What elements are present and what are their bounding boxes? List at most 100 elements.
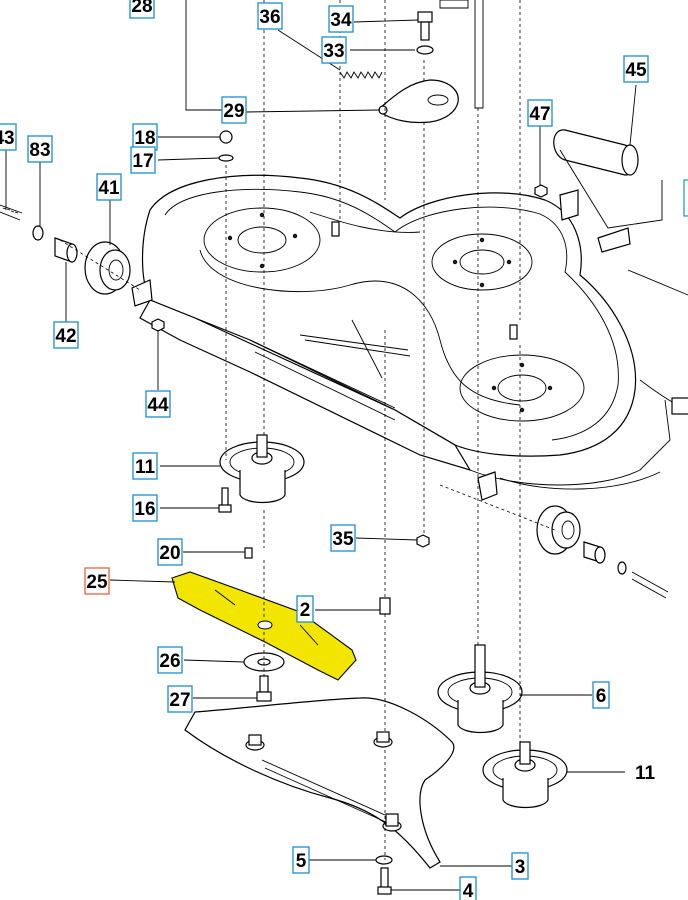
callout-number: 18 <box>134 128 155 149</box>
callout-number: 33 <box>323 41 344 62</box>
callout-box <box>296 595 314 623</box>
callout-25: 25 <box>84 567 110 595</box>
callout-box <box>592 681 610 709</box>
callout-box <box>0 123 17 151</box>
callout-number: 20 <box>159 543 180 564</box>
callout-box <box>132 452 158 480</box>
callout-45: 45 <box>623 55 649 83</box>
callout-box <box>132 123 158 151</box>
callout-number: 2 <box>300 600 311 621</box>
callout-17: 17 <box>130 146 156 174</box>
wheel-41 <box>84 241 131 295</box>
bolt-43 <box>0 204 23 221</box>
callout-box <box>328 5 354 33</box>
callout-number: 45 <box>625 60 647 81</box>
callout-number: 28 <box>131 0 152 17</box>
callout-number: 29 <box>223 101 244 122</box>
callout-number: 27 <box>169 690 190 711</box>
callout-18: 18 <box>132 123 158 151</box>
callout-number: 36 <box>259 7 280 28</box>
callout-47: 47 <box>527 99 553 127</box>
bolt-4 <box>377 867 392 895</box>
bolt-27 <box>256 675 272 702</box>
callout-11: 11 <box>635 763 656 784</box>
callout-43: 43 <box>0 123 17 151</box>
callout-number: 26 <box>159 651 180 672</box>
spring <box>339 71 383 79</box>
callout-26: 26 <box>157 646 183 674</box>
wheel-right <box>536 505 669 599</box>
callout-2: 2 <box>296 595 314 623</box>
callout-box <box>132 494 158 522</box>
callout-box <box>321 36 347 64</box>
callout-box <box>511 852 529 880</box>
deck-housing <box>131 174 671 501</box>
callout-6: 6 <box>592 681 610 709</box>
callout-number: 16 <box>134 499 155 520</box>
callout-box <box>157 646 183 674</box>
callout-5: 5 <box>292 846 310 874</box>
callout-box <box>130 146 156 174</box>
callout-box <box>53 321 79 349</box>
washer-5 <box>375 855 393 865</box>
callout-number: 34 <box>330 10 352 31</box>
callout-box <box>27 135 53 163</box>
callout-28: 28 <box>129 0 155 19</box>
callout-box <box>527 99 553 127</box>
callout-33: 33 <box>321 36 347 64</box>
nut-47 <box>534 184 548 198</box>
callout-16: 16 <box>132 494 158 522</box>
nut-18 <box>219 130 233 144</box>
idler-arm <box>378 79 459 124</box>
callout-11: 11 <box>132 452 158 480</box>
callout-labels: 2836343345294743831817414244111635202522… <box>0 0 655 900</box>
callout-number: 25 <box>86 572 108 593</box>
callout-box <box>157 538 183 566</box>
bushing-42 <box>54 237 78 263</box>
spindle-11-left <box>219 434 305 504</box>
callout-number: 5 <box>296 851 307 872</box>
callout-box <box>96 173 122 201</box>
callout-box <box>257 2 283 30</box>
callout-number: 11 <box>635 763 656 784</box>
callout-34: 34 <box>328 5 354 33</box>
callout-number: 47 <box>529 104 550 125</box>
callout-35: 35 <box>330 524 356 552</box>
callout-number: 11 <box>135 457 156 478</box>
callout-box <box>145 390 171 418</box>
callout-number: 4 <box>463 881 474 900</box>
callout-27: 27 <box>167 685 193 713</box>
callout-4: 4 <box>459 876 477 900</box>
callout-36: 36 <box>257 2 283 30</box>
callout-number: 83 <box>29 140 50 161</box>
callout-box <box>221 96 247 124</box>
callout-number: 42 <box>55 326 76 347</box>
callout-number: 17 <box>132 151 153 172</box>
washer-33 <box>416 45 434 55</box>
callout-box <box>167 685 193 713</box>
callout-box <box>84 567 110 595</box>
washer-83 <box>32 225 44 241</box>
baffle-3 <box>184 697 455 869</box>
callout-29: 29 <box>221 96 247 124</box>
nut-44 <box>151 318 165 332</box>
callout-number: 3 <box>515 857 526 878</box>
bolt-16 <box>218 487 232 513</box>
spindle-6-center <box>437 644 523 734</box>
callout-box <box>292 846 310 874</box>
callout-44: 44 <box>145 390 171 418</box>
callout-number: 44 <box>147 395 169 416</box>
pin-20 <box>244 547 253 559</box>
callout-box <box>330 524 356 552</box>
spindle-11-right <box>482 741 568 809</box>
callout-box <box>129 0 155 19</box>
callout-box <box>623 55 649 83</box>
bushing-2 <box>379 597 391 615</box>
callout-number: 6 <box>596 686 607 707</box>
callout-number: 41 <box>98 178 120 199</box>
bolt-34 <box>417 11 433 41</box>
callout-3: 3 <box>511 852 529 880</box>
callout-box <box>459 876 477 900</box>
callout-number: 43 <box>0 128 15 149</box>
